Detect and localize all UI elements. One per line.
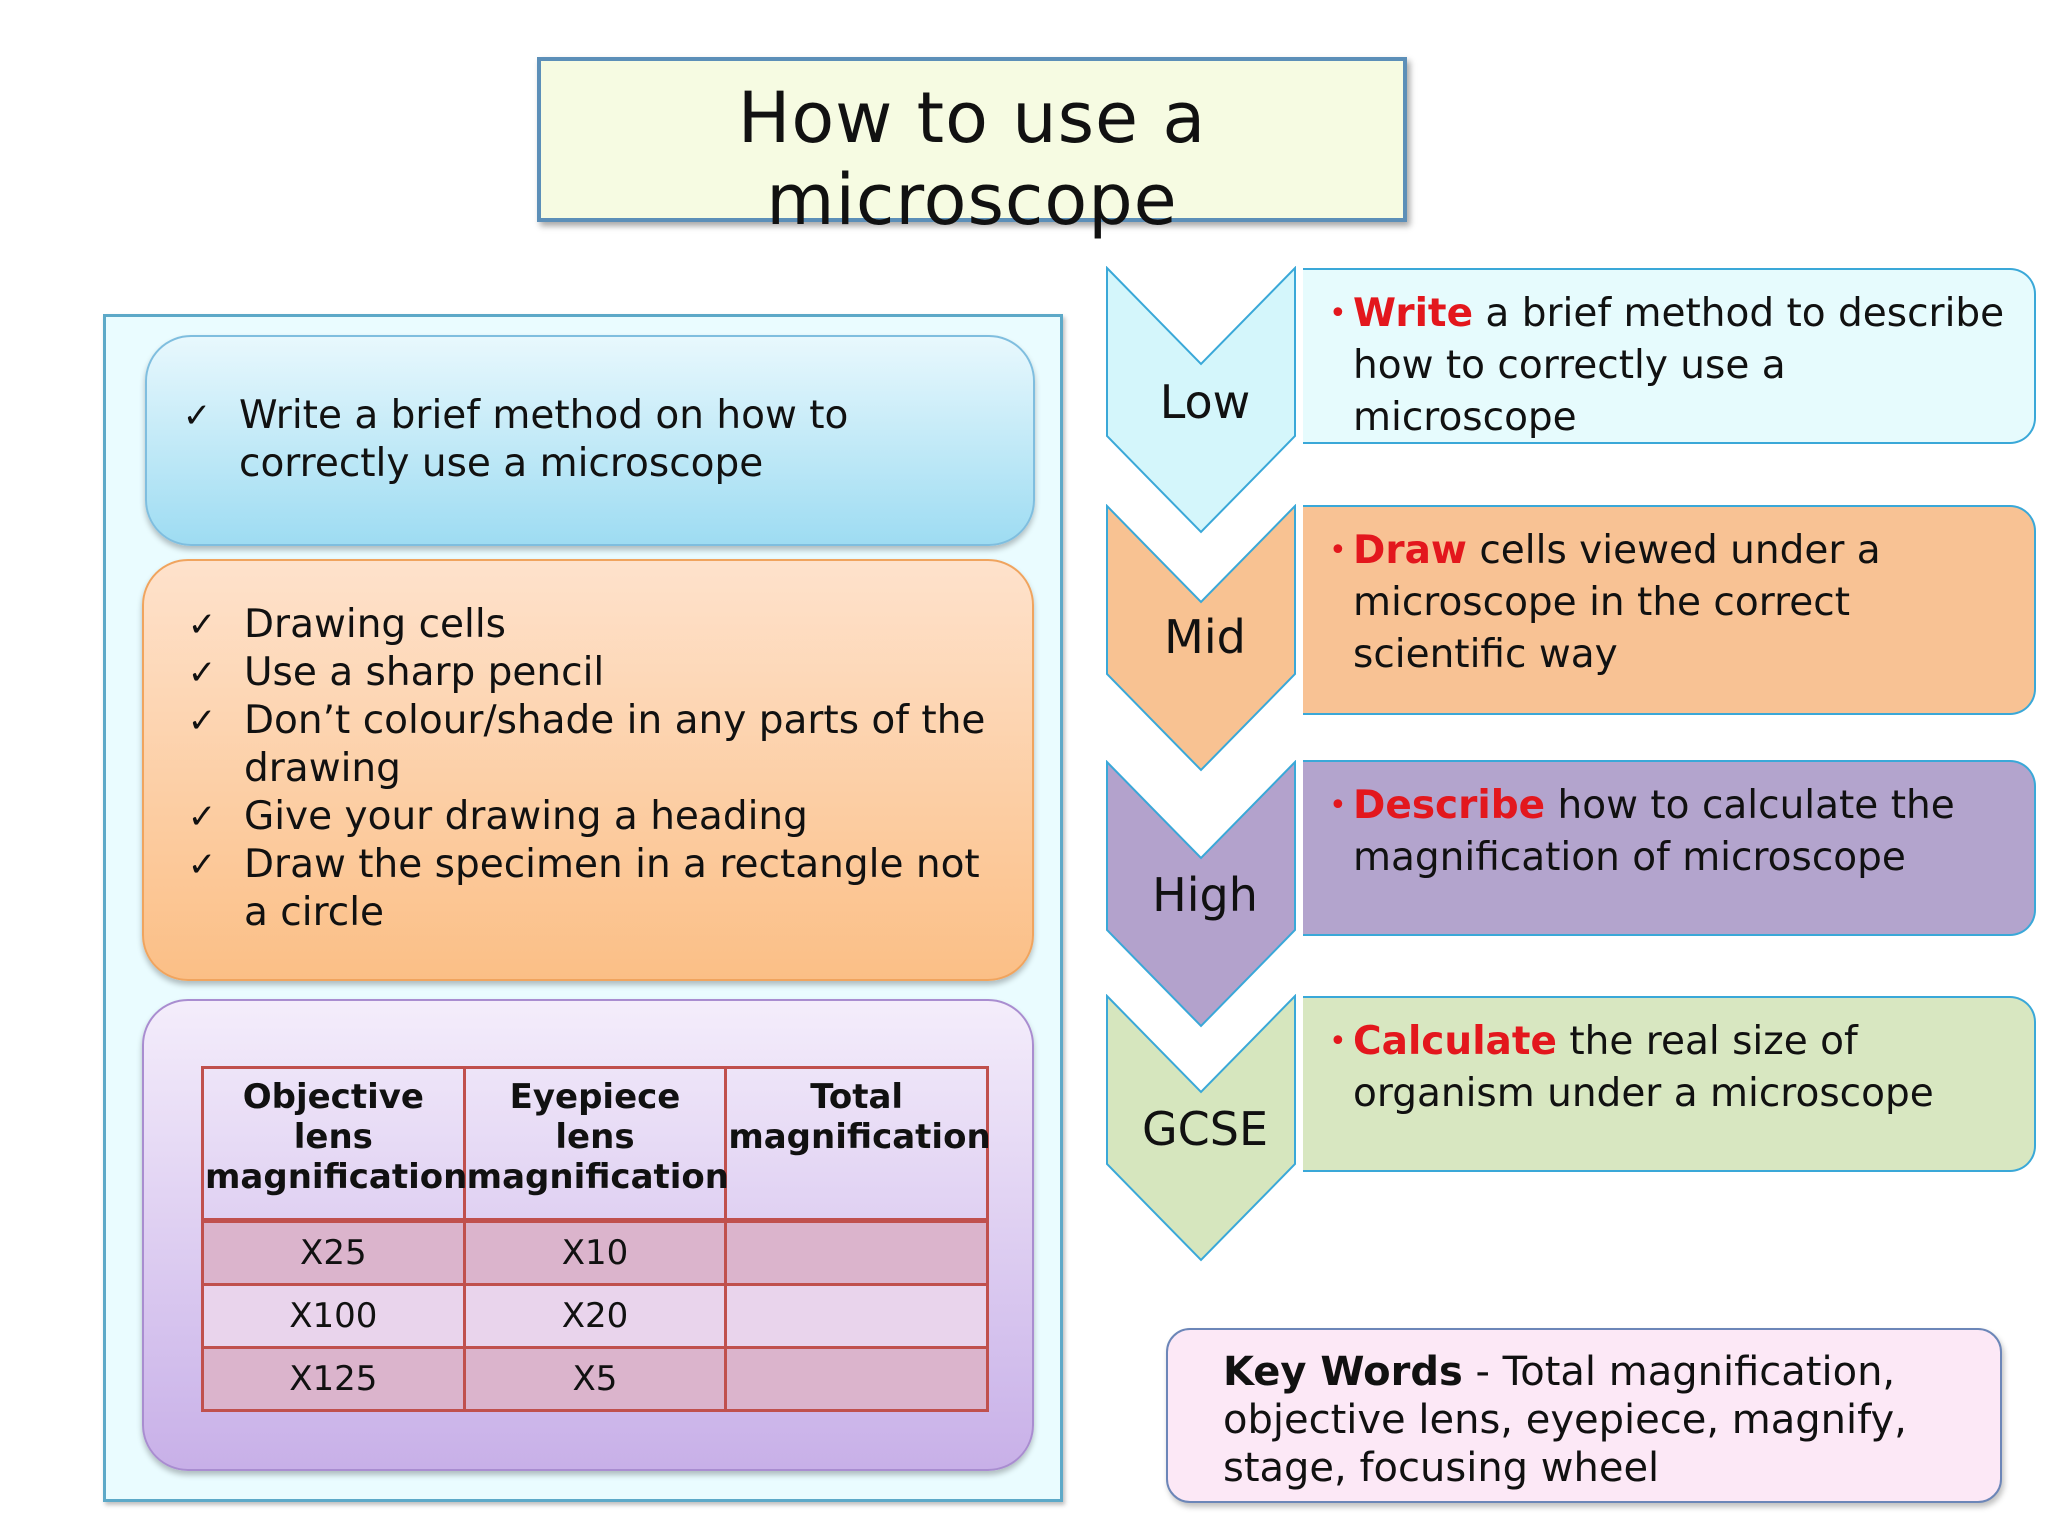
gcse-chevron-shape xyxy=(1106,994,1296,1262)
table-row: X100 X20 xyxy=(201,1283,989,1349)
check-icon: ✓ xyxy=(182,396,212,436)
check-icon: ✓ xyxy=(187,797,217,837)
table-cell xyxy=(724,1283,989,1349)
drawing-card: ✓Drawing cells ✓Use a sharp pencil ✓Don’… xyxy=(142,559,1034,981)
table-cell xyxy=(724,1346,989,1412)
check-icon: ✓ xyxy=(187,701,217,741)
level-label-high: High xyxy=(1152,868,1258,922)
checklist-item: ✓Give your drawing a heading xyxy=(182,793,1012,841)
magnification-card: Objective lens magnification Eyepiece le… xyxy=(142,999,1034,1471)
low-chevron-shape xyxy=(1106,266,1296,534)
bullet-icon: • xyxy=(1329,533,1347,568)
table-cell: X125 xyxy=(201,1346,466,1412)
level-label-gcse: GCSE xyxy=(1141,1102,1269,1156)
low-chevron xyxy=(1106,266,1296,534)
table-row: X125 X5 xyxy=(201,1346,989,1412)
magnification-table: Objective lens magnification Eyepiece le… xyxy=(201,1066,991,1412)
level-description: •Describe how to calculate the magnifica… xyxy=(1329,780,2014,884)
checklist-item: ✓ Write a brief method on how to correct… xyxy=(177,392,997,488)
title-box: How to use a microscope xyxy=(537,57,1407,241)
check-icon: ✓ xyxy=(187,845,217,885)
high-chevron-shape xyxy=(1106,760,1296,1028)
key-words-text: - Total magnification, objective lens, e… xyxy=(1223,1349,1907,1491)
table-cell: X25 xyxy=(201,1219,466,1286)
column-header: Eyepiece lens magnification xyxy=(462,1066,729,1222)
level-label-mid: Mid xyxy=(1164,610,1246,664)
bullet-icon: • xyxy=(1329,788,1347,823)
column-header: Objective lens magnification xyxy=(201,1066,467,1222)
checklist-item: ✓Drawing cells xyxy=(182,601,1012,649)
level-label-low: Low xyxy=(1159,375,1251,429)
level-box-high: •Describe how to calculate the magnifica… xyxy=(1303,760,2036,936)
checklist-item: ✓Draw the specimen in a rectangle not a … xyxy=(182,841,1012,937)
check-icon: ✓ xyxy=(187,605,217,645)
level-description: •Calculate the real size of organism und… xyxy=(1329,1016,2014,1120)
bullet-icon: • xyxy=(1329,1024,1347,1059)
table-cell: X10 xyxy=(462,1219,728,1286)
level-box-mid: •Draw cells viewed under a microscope in… xyxy=(1303,505,2036,715)
level-description: •Draw cells viewed under a microscope in… xyxy=(1329,525,2014,681)
level-description: •Write a brief method to describe how to… xyxy=(1329,288,2014,444)
table-cell: X100 xyxy=(201,1283,466,1349)
high-chevron xyxy=(1106,760,1296,1028)
table-header-row: Objective lens magnification Eyepiece le… xyxy=(201,1066,991,1222)
table-cell: X5 xyxy=(462,1346,728,1412)
mid-chevron-shape xyxy=(1106,504,1296,772)
column-header: Total magnification xyxy=(724,1066,991,1222)
bullet-icon: • xyxy=(1329,296,1347,331)
page-title: How to use a microscope xyxy=(737,77,1207,241)
gcse-chevron xyxy=(1106,994,1296,1262)
method-checklist: ✓ Write a brief method on how to correct… xyxy=(177,392,997,488)
table-row: X25 X10 xyxy=(201,1219,989,1286)
table-cell: X20 xyxy=(462,1283,728,1349)
level-box-low: •Write a brief method to describe how to… xyxy=(1303,268,2036,444)
drawing-checklist: ✓Drawing cells ✓Use a sharp pencil ✓Don’… xyxy=(182,601,1012,937)
check-icon: ✓ xyxy=(187,653,217,693)
key-words-label: Key Words xyxy=(1223,1349,1463,1395)
checklist-item: ✓Don’t colour/shade in any parts of the … xyxy=(182,697,1012,793)
checklist-item: ✓Use a sharp pencil xyxy=(182,649,1012,697)
left-panel: ✓ Write a brief method on how to correct… xyxy=(103,314,1063,1502)
table-cell xyxy=(724,1219,989,1286)
key-words-box: Key Words - Total magnification, objecti… xyxy=(1166,1328,2002,1503)
method-card: ✓ Write a brief method on how to correct… xyxy=(145,335,1035,546)
mid-chevron xyxy=(1106,504,1296,772)
level-box-gcse: •Calculate the real size of organism und… xyxy=(1303,996,2036,1172)
